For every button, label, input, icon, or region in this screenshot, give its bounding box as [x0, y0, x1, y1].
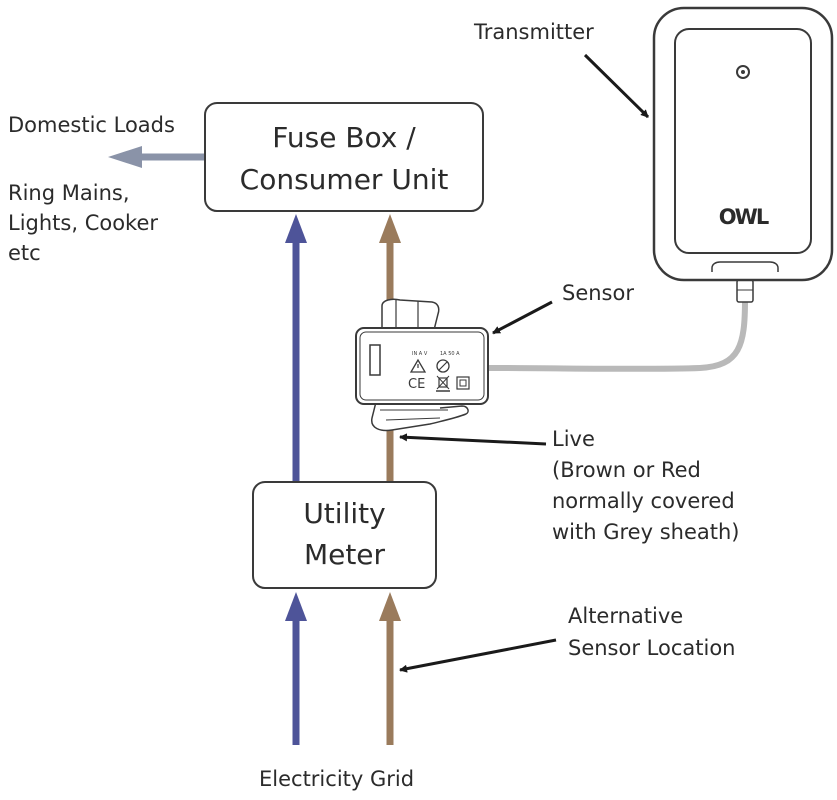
neutral-wire-grid-to-meter — [285, 592, 307, 745]
utility-meter-line1: Utility — [303, 497, 386, 530]
fuse-box-line2: Consumer Unit — [239, 163, 449, 196]
electricity-grid-label: Electricity Grid — [259, 767, 415, 791]
owl-logo: OWL — [718, 205, 769, 229]
fuse-box-line1: Fuse Box / — [272, 121, 416, 154]
domestic-loads-label: Domestic Loads — [8, 113, 175, 137]
ring-mains-line3: etc — [8, 241, 41, 265]
led-indicator — [736, 65, 750, 79]
ring-mains-line2: Lights, Cooker — [8, 211, 159, 235]
live-pointer-arrow — [399, 433, 547, 446]
live-line3: normally covered — [552, 489, 735, 513]
alt-sensor-line2: Sensor Location — [568, 636, 736, 660]
utility-meter-box — [252, 481, 437, 589]
transmitter-label: Transmitter — [474, 20, 594, 44]
transmitter-device — [652, 6, 834, 303]
utility-meter-line2: Meter — [303, 538, 386, 571]
svg-text:CE: CE — [408, 377, 425, 392]
alt-sensor-line1: Alternative — [568, 604, 684, 628]
live-line4: with Grey sheath) — [552, 520, 740, 544]
fuse-box — [204, 102, 484, 212]
sensor-pointer-arrow — [492, 300, 553, 335]
live-wire-grid-to-meter — [379, 592, 401, 745]
live-line1: Live — [552, 427, 595, 451]
svg-text:1A 50 A: 1A 50 A — [440, 351, 460, 357]
ring-mains-line1: Ring Mains, — [8, 181, 130, 205]
transmitter-pointer-arrow — [583, 53, 650, 119]
neutral-wire-meter-to-fusebox — [285, 214, 307, 482]
sensor-cable — [487, 299, 748, 372]
sensor-clamp: IN A V 1A 50 A CE — [355, 298, 489, 432]
domestic-loads-arrow — [108, 146, 205, 168]
live-line2: (Brown or Red — [552, 458, 701, 482]
svg-text:IN A V: IN A V — [412, 351, 428, 357]
sensor-label: Sensor — [562, 281, 634, 305]
alt-sensor-pointer-arrow — [399, 638, 557, 673]
